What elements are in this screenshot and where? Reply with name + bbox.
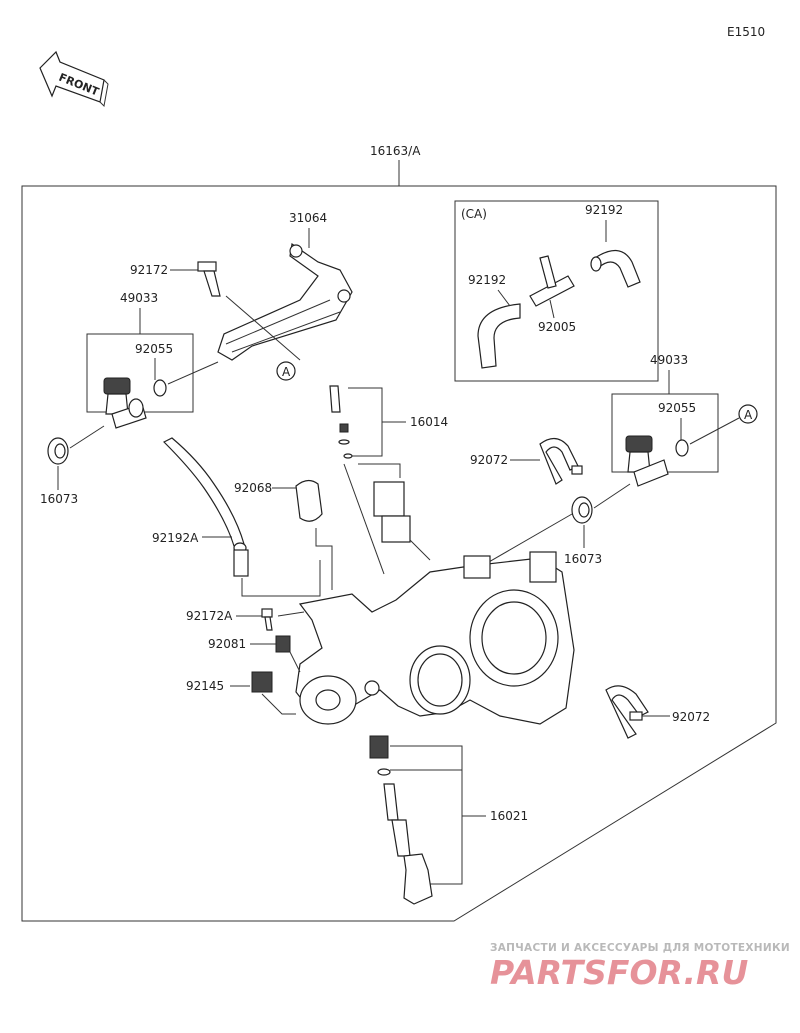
label-92192-left: 92192 [468, 273, 506, 287]
injector-left-box [86, 333, 194, 413]
label-92172: 92172 [130, 263, 168, 277]
label-92072-top: 92072 [470, 453, 508, 467]
label-92145: 92145 [186, 679, 224, 693]
label-92172a: 92172A [186, 609, 233, 623]
ca-hose-upper [590, 249, 641, 288]
front-arrow-icon: FRONT [39, 50, 109, 108]
clamp-92072-bottom [605, 685, 649, 739]
label-92068: 92068 [234, 481, 272, 495]
label-16073-right: 16073 [564, 552, 602, 566]
screw-92172a [261, 608, 273, 631]
ca-joint [529, 255, 575, 319]
label-92192a: 92192A [152, 531, 199, 545]
seal-16073-left [47, 437, 69, 465]
ca-hose-lower [477, 289, 521, 369]
fuel-rail [217, 242, 353, 361]
watermark-tagline: ЗАПЧАСТИ И АКСЕССУАРЫ ДЛЯ МОТОТЕХНИКИ [490, 942, 790, 954]
bolt-92172 [197, 261, 221, 297]
label-16073-left: 16073 [40, 492, 78, 506]
assembly-number: 16163/A [370, 144, 421, 158]
cap-92068 [295, 479, 323, 522]
callout-a-right-letter: A [744, 408, 753, 422]
label-92005: 92005 [538, 320, 576, 334]
label-92072-bottom: 92072 [672, 710, 710, 724]
hose-92192a [162, 437, 249, 577]
label-92192-top: 92192 [585, 203, 623, 217]
label-49033-left: 49033 [120, 291, 158, 305]
spring-92081 [275, 635, 291, 653]
watermark-logo: PARTSFOR.RU [490, 953, 748, 992]
label-16021: 16021 [490, 809, 528, 823]
label-92081: 92081 [208, 637, 246, 651]
sensor-16021 [369, 735, 433, 905]
ca-label: (CA) [461, 207, 487, 221]
callout-a-left [276, 361, 296, 381]
ca-box [454, 200, 659, 382]
seal-16073-right [571, 496, 593, 524]
clamp-92072-top [539, 437, 583, 485]
callout-a-right [738, 404, 758, 424]
label-31064: 31064 [289, 211, 327, 225]
diagram-code: E1510 [727, 25, 765, 39]
assembly-frame [21, 185, 777, 922]
label-49033-right: 49033 [650, 353, 688, 367]
label-92055-left: 92055 [135, 342, 173, 356]
injector-right [625, 435, 689, 487]
label-16014: 16014 [410, 415, 448, 429]
spring-92145 [251, 671, 273, 693]
connector [373, 481, 431, 561]
label-92055-right: 92055 [658, 401, 696, 415]
throttle-body [295, 551, 575, 725]
injector-left [103, 377, 167, 429]
sensor-16014 [329, 385, 353, 459]
callout-a-left-letter: A [282, 365, 291, 379]
injector-right-box [611, 393, 719, 473]
